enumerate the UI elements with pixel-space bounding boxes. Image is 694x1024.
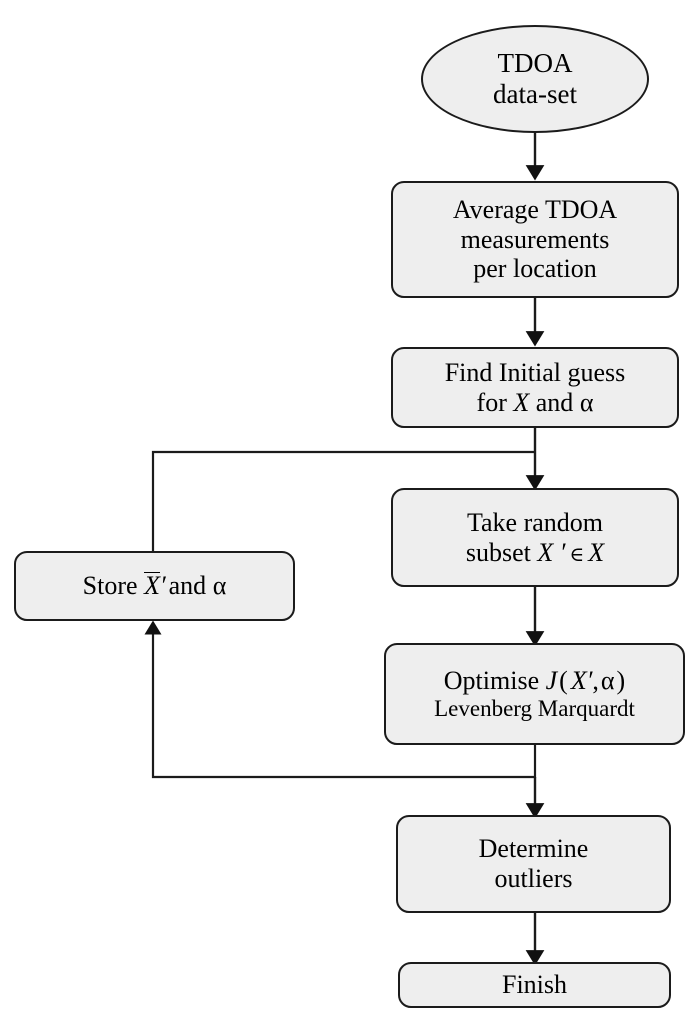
- initial-guess-var-x: X: [513, 387, 530, 417]
- store-pre: Store: [82, 571, 145, 601]
- optimise-var-x: X: [570, 666, 587, 696]
- node-outliers-line-1: Determine: [478, 834, 589, 864]
- node-start-line-2: data-set: [493, 79, 577, 109]
- node-average-line-2: measurements: [460, 224, 610, 254]
- node-optimise[interactable]: Optimise J(X′,α) Levenberg Marquardt: [384, 643, 685, 745]
- store-var-xbar: X: [144, 571, 160, 601]
- initial-guess-pre: for: [476, 387, 514, 417]
- node-random-subset-line-2: subset X ′∈X: [466, 538, 604, 568]
- optimise-alpha: α: [600, 666, 615, 696]
- optimise-paren-open: (: [559, 666, 568, 696]
- node-start-line-1: TDOA: [497, 48, 573, 79]
- node-average-line-3: per location: [473, 254, 597, 284]
- random-subset-var-x1: X: [537, 537, 554, 567]
- random-subset-element-of: ∈: [569, 543, 585, 566]
- node-initial-guess-line-1: Find Initial guess: [444, 357, 626, 387]
- node-store-line-1: Store X′and α: [83, 571, 227, 601]
- node-optimise-line-1: Optimise J(X′,α): [444, 666, 625, 696]
- random-subset-prime: ′: [553, 537, 566, 567]
- edge-optimise-to-store-loop: [144, 620, 537, 779]
- node-average-line-1: Average TDOA: [452, 195, 618, 225]
- node-random-subset-line-1: Take random: [466, 507, 604, 537]
- node-average-tdoa[interactable]: Average TDOA measurements per location: [391, 181, 679, 298]
- optimise-paren-close: ): [616, 666, 626, 696]
- node-outliers-line-2: outliers: [494, 864, 573, 893]
- node-random-subset[interactable]: Take random subset X ′∈X: [391, 488, 679, 587]
- optimise-comma: ,: [592, 666, 599, 696]
- store-prime: ′: [159, 571, 166, 601]
- initial-guess-alpha: α: [579, 387, 594, 417]
- node-finish[interactable]: Finish: [398, 962, 671, 1008]
- node-finish-label: Finish: [501, 970, 568, 1000]
- node-initial-guess[interactable]: Find Initial guess for X and α: [391, 347, 679, 428]
- node-determine-outliers[interactable]: Determine outliers: [396, 815, 671, 913]
- node-start-tdoa-dataset[interactable]: TDOA data-set: [421, 25, 649, 133]
- initial-guess-mid: and: [529, 387, 580, 417]
- node-store[interactable]: Store X′and α: [14, 551, 295, 621]
- optimise-prime: ′: [586, 666, 593, 696]
- optimise-cost-fn-j: J: [545, 666, 558, 696]
- random-subset-pre: subset: [465, 537, 538, 567]
- store-alpha: α: [212, 571, 227, 601]
- edge-branch-to-store: [151, 450, 535, 551]
- random-subset-var-x2: X: [588, 537, 605, 567]
- node-initial-guess-line-2: for X and α: [477, 388, 594, 418]
- node-optimise-line-2: Levenberg Marquardt: [434, 695, 635, 721]
- store-mid: and: [168, 571, 213, 601]
- optimise-pre: Optimise: [443, 666, 546, 696]
